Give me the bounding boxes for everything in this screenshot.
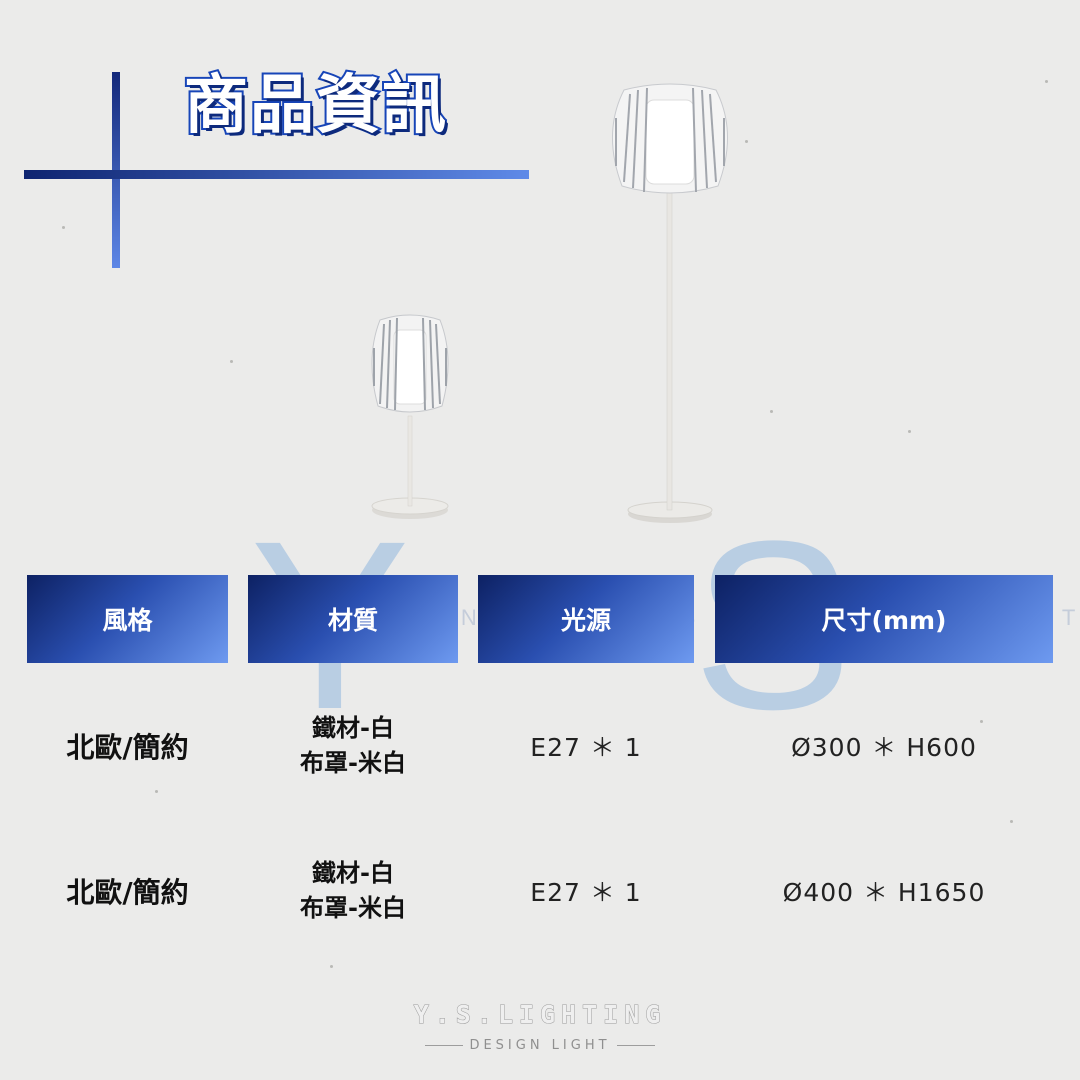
tagline-divider bbox=[616, 1045, 655, 1046]
table-row-2-material: 鐵材-白 布罩-米白 bbox=[248, 845, 458, 937]
brand-logo-text: Y.S.LIGHTING bbox=[413, 1000, 667, 1030]
column-header-style: 風格 bbox=[27, 575, 228, 663]
material-line: 鐵材-白 bbox=[312, 859, 394, 888]
texture-speck bbox=[230, 360, 233, 363]
texture-speck bbox=[770, 410, 773, 413]
column-header-size: 尺寸(mm) bbox=[715, 575, 1053, 663]
floor-lamp-stem bbox=[666, 189, 673, 511]
column-header-light-source: 光源 bbox=[478, 575, 694, 663]
texture-speck bbox=[745, 140, 748, 143]
table-row-2-style: 北歐/簡約 bbox=[66, 876, 189, 909]
texture-speck bbox=[155, 790, 158, 793]
texture-speck bbox=[62, 226, 65, 229]
texture-speck bbox=[1045, 80, 1048, 83]
material-line: 鐵材-白 bbox=[312, 714, 394, 743]
texture-speck bbox=[908, 430, 911, 433]
column-header-material: 材質 bbox=[248, 575, 458, 663]
table-row-1-style: 北歐/簡約 bbox=[66, 731, 189, 764]
table-row-2-light-source: E27 ＊ 1 bbox=[530, 878, 642, 907]
table-row-1-size: Ø300 ＊ H600 bbox=[791, 733, 977, 762]
texture-speck bbox=[1010, 820, 1013, 823]
material-line: 布罩-米白 bbox=[300, 749, 406, 777]
table-row-1-light-source: E27 ＊ 1 bbox=[530, 733, 642, 762]
tagline-divider bbox=[425, 1045, 464, 1046]
texture-speck bbox=[330, 965, 333, 968]
page-title: 商品資訊 bbox=[182, 69, 448, 143]
table-row-1-material: 鐵材-白 布罩-米白 bbox=[248, 700, 458, 792]
table-lamp-image bbox=[371, 314, 449, 519]
header-horizontal-accent-bar bbox=[24, 170, 529, 179]
table-row-2-size: Ø400 ＊ H1650 bbox=[782, 878, 986, 907]
floor-lamp-image bbox=[611, 83, 729, 523]
tagline-text: DESIGN LIGHT bbox=[469, 1038, 611, 1053]
table-lamp-stem bbox=[407, 415, 413, 507]
brand-tagline: DESIGN LIGHT bbox=[0, 1038, 1080, 1053]
texture-speck bbox=[980, 720, 983, 723]
material-line: 布罩-米白 bbox=[300, 894, 406, 922]
